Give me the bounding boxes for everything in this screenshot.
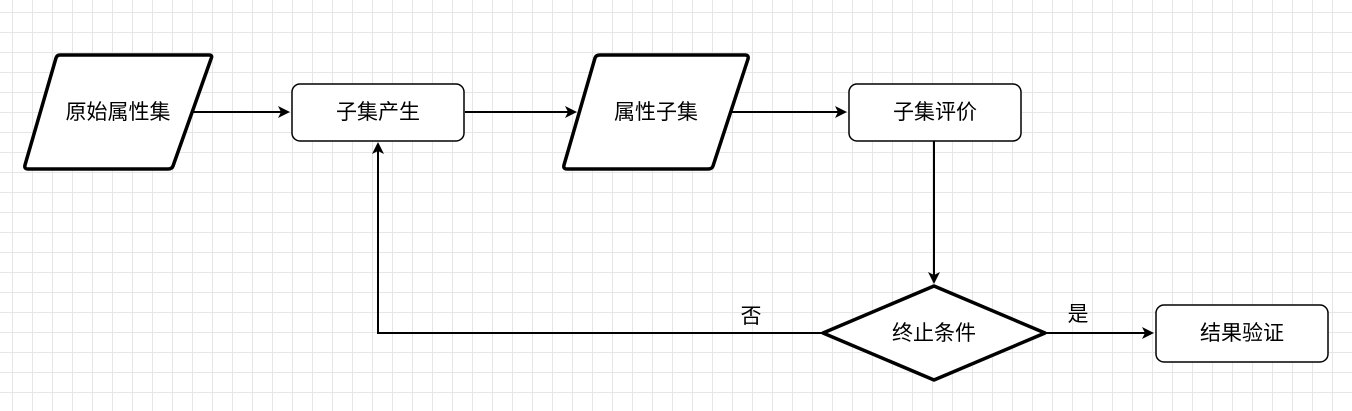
- edge-condition-no-loop: [372, 142, 822, 334]
- node-label-original-attribute-set: 原始属性集: [66, 100, 171, 124]
- node-original-attribute-set: 原始属性集: [23, 53, 214, 171]
- node-label-result-validation: 结果验证: [1200, 321, 1284, 345]
- node-result-validation: 结果验证: [1155, 304, 1329, 363]
- edge-label-no: 否: [741, 304, 762, 328]
- node-attribute-subset: 属性子集: [562, 53, 750, 171]
- edge-label-yes: 是: [1068, 302, 1089, 326]
- node-label-subset-generation: 子集产生: [336, 100, 420, 124]
- node-subset-generation: 子集产生: [291, 83, 465, 142]
- node-label-stop-condition: 终止条件: [892, 321, 976, 345]
- node-subset-evaluation: 子集评价: [848, 83, 1022, 142]
- node-stop-condition: 终止条件: [821, 284, 1047, 382]
- node-label-subset-evaluation: 子集评价: [893, 100, 977, 124]
- node-label-attribute-subset: 属性子集: [614, 100, 698, 124]
